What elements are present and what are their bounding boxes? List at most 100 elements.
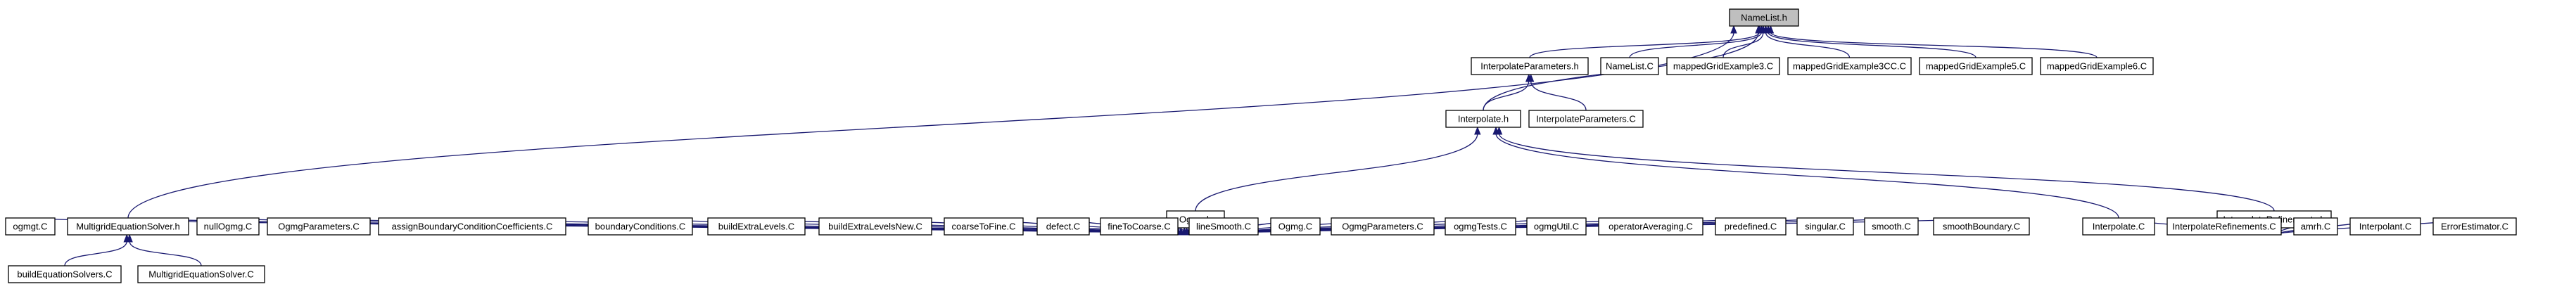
node-label: ogmgUtil.C xyxy=(1534,221,1579,232)
node-ogmgtests-c[interactable]: ogmgTests.C xyxy=(1445,217,1516,236)
node-linesmooth-c[interactable]: lineSmooth.C xyxy=(1188,217,1259,236)
node-label: InterpolateRefinements.C xyxy=(2172,221,2276,232)
node-box xyxy=(267,217,371,236)
edge-arrowhead xyxy=(1730,25,1737,34)
edge-arrowhead xyxy=(1755,25,1762,34)
node-label: InterpolateParameters.C xyxy=(1536,114,1636,124)
node-box xyxy=(2082,217,2155,236)
node-singular-c[interactable]: singular.C xyxy=(1796,217,1854,236)
node-box xyxy=(1445,110,1521,128)
node-box xyxy=(196,217,260,236)
edge-line xyxy=(1768,32,1977,58)
node-box xyxy=(2166,217,2282,236)
edge-arrowhead xyxy=(1527,73,1535,82)
edge-InterpolateParameters_C-to-InterpolateParameters_h xyxy=(1527,73,1587,111)
node-boundaryconditions-c[interactable]: boundaryConditions.C xyxy=(588,217,693,236)
node-label: assignBoundaryConditionCoefficients.C xyxy=(392,221,553,232)
node-label: buildExtraLevelsNew.C xyxy=(828,221,922,232)
node-operatoraveraging-c[interactable]: operatorAveraging.C xyxy=(1598,217,1703,236)
edge-arrowhead xyxy=(126,233,133,243)
node-interpolaterefinements-c[interactable]: InterpolateRefinements.C xyxy=(2166,217,2282,236)
node-ogmgparameters-c-2[interactable]: OgmgParameters.C xyxy=(1331,217,1435,236)
node-box xyxy=(1600,57,1659,75)
node-buildextralevels-c[interactable]: buildExtraLevels.C xyxy=(707,217,806,236)
node-label: InterpolateParameters.h xyxy=(1480,61,1578,72)
node-mappedgridexample3cc-c[interactable]: mappedGridExample3CC.C xyxy=(1787,57,1912,75)
node-interpolant-c[interactable]: Interpolant.C xyxy=(2349,217,2421,236)
node-box xyxy=(818,217,932,236)
node-coarsetofine-c[interactable]: coarseToFine.C xyxy=(944,217,1024,236)
node-multigridequationsolver-h[interactable]: MultigridEquationSolver.h xyxy=(67,217,189,236)
node-label: predefined.C xyxy=(1725,221,1777,232)
edge-line xyxy=(1529,32,1760,58)
node-box xyxy=(1526,217,1587,236)
edge-NameList_C-to-NameList_h xyxy=(1629,25,1765,58)
node-mappedgridexample6-c[interactable]: mappedGridExample6.C xyxy=(2040,57,2154,75)
node-label: smooth.C xyxy=(1872,221,1911,232)
node-amrh-c[interactable]: amrh.C xyxy=(2293,217,2338,236)
edge-Interpolate_C-to-Interpolate_h xyxy=(1492,126,2119,219)
node-buildequationsolvers-c[interactable]: buildEquationSolvers.C xyxy=(8,265,122,283)
node-interpolate-c[interactable]: Interpolate.C xyxy=(2082,217,2155,236)
edge-line xyxy=(1722,32,1764,58)
node-box xyxy=(1471,57,1589,75)
node-finetocoarse-c[interactable]: fineToCoarse.C xyxy=(1100,217,1179,236)
node-box xyxy=(378,217,566,236)
node-label: defect.C xyxy=(1046,221,1080,232)
node-box xyxy=(944,217,1024,236)
edge-line xyxy=(1530,80,1587,111)
node-predefined-c[interactable]: predefined.C xyxy=(1715,217,1787,236)
node-label: ogmgTests.C xyxy=(1454,221,1507,232)
node-label: NameList.h xyxy=(1741,13,1787,23)
node-box xyxy=(2349,217,2421,236)
node-label: mappedGridExample3.C xyxy=(1673,61,1773,72)
node-label: mappedGridExample6.C xyxy=(2047,61,2147,72)
node-ogmgt-c[interactable]: ogmgt.C xyxy=(5,217,56,236)
node-label: MultigridEquationSolver.h xyxy=(76,221,179,232)
node-box xyxy=(5,217,56,236)
node-assignboundaryconditioncoefficients-c[interactable]: assignBoundaryConditionCoefficients.C xyxy=(378,217,566,236)
node-namelist-h[interactable]: NameList.h xyxy=(1729,8,1799,27)
node-box xyxy=(707,217,806,236)
node-label: fineToCoarse.C xyxy=(1108,221,1171,232)
node-nullogmg-c[interactable]: nullOgmg.C xyxy=(196,217,260,236)
node-multigridequationsolver-c[interactable]: MultigridEquationSolver.C xyxy=(137,265,265,283)
node-smooth-c[interactable]: smooth.C xyxy=(1864,217,1919,236)
node-label: MultigridEquationSolver.C xyxy=(148,269,254,280)
node-smoothboundary-c[interactable]: smoothBoundary.C xyxy=(1933,217,2030,236)
node-ogmgutil-c[interactable]: ogmgUtil.C xyxy=(1526,217,1587,236)
node-label: ErrorEstimator.C xyxy=(2441,221,2508,232)
edge-line xyxy=(64,240,127,266)
node-label: buildExtraLevels.C xyxy=(718,221,794,232)
node-label: amrh.C xyxy=(2301,221,2331,232)
node-mappedgridexample5-c[interactable]: mappedGridExample5.C xyxy=(1919,57,2033,75)
node-interpolateparameters-c[interactable]: InterpolateParameters.C xyxy=(1528,110,1644,128)
edge-InterpolateParameters_h-to-NameList_h xyxy=(1529,25,1763,58)
edge-line xyxy=(1770,32,2098,58)
edge-line xyxy=(1765,32,1851,58)
node-buildextralevelsnew-c[interactable]: buildExtraLevelsNew.C xyxy=(818,217,932,236)
node-ogmg-c[interactable]: Ogmg.C xyxy=(1270,217,1321,236)
node-errorestimator-c[interactable]: ErrorEstimator.C xyxy=(2432,217,2517,236)
node-box xyxy=(1036,217,1090,236)
node-interpolateparameters-h[interactable]: InterpolateParameters.h xyxy=(1471,57,1589,75)
node-box xyxy=(1270,217,1321,236)
node-box xyxy=(137,265,265,283)
edge-line xyxy=(1483,80,1530,111)
edge-line xyxy=(129,240,202,266)
node-mappedgridexample3-c[interactable]: mappedGridExample3.C xyxy=(1666,57,1780,75)
node-ogmgparameters-c-1[interactable]: OgmgParameters.C xyxy=(267,217,371,236)
edge-InterpolateRefinements_h-to-Interpolate_h xyxy=(1495,126,2275,212)
node-box xyxy=(1787,57,1912,75)
edge-arrowhead xyxy=(1767,25,1775,34)
node-box xyxy=(1528,110,1644,128)
node-box xyxy=(1666,57,1780,75)
node-namelist-c[interactable]: NameList.C xyxy=(1600,57,1659,75)
node-interpolate-h[interactable]: Interpolate.h xyxy=(1445,110,1521,128)
node-box xyxy=(2040,57,2154,75)
node-box xyxy=(2432,217,2517,236)
node-label: OgmgParameters.C xyxy=(278,221,360,232)
node-defect-c[interactable]: defect.C xyxy=(1036,217,1090,236)
